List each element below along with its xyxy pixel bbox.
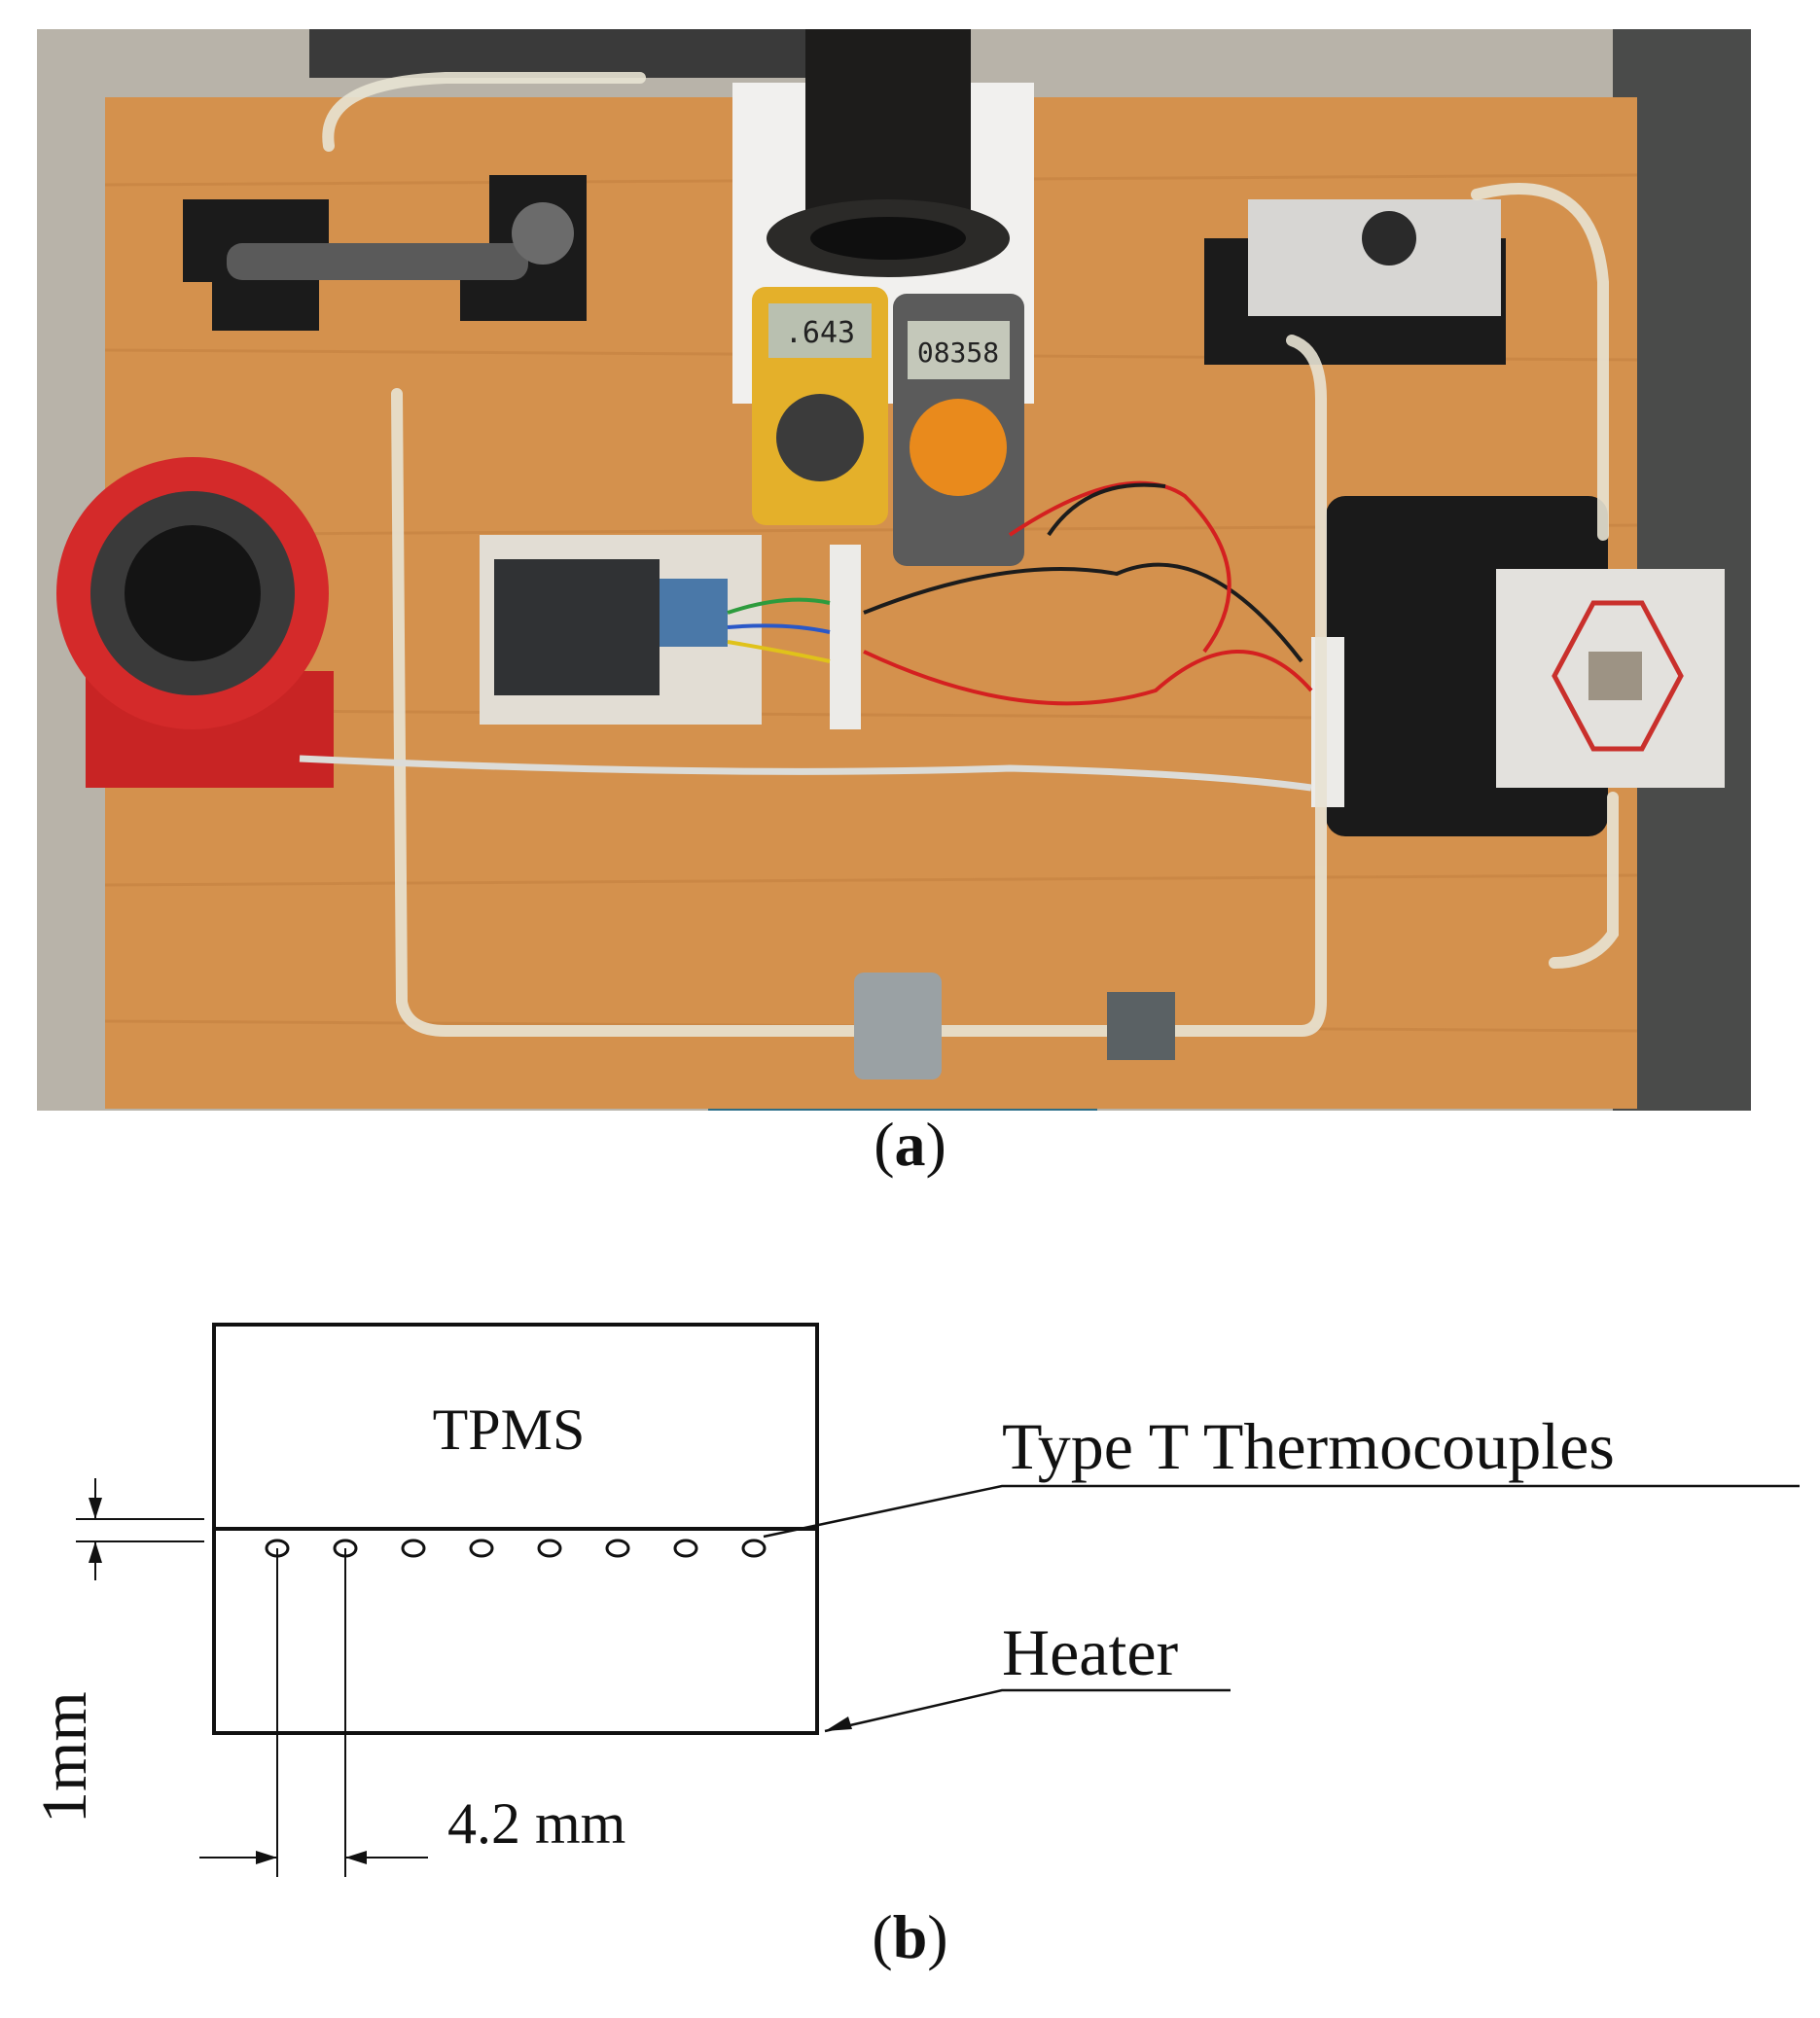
- spacing-dim-label: 4.2 mm: [447, 1791, 625, 1856]
- thermocouple-hole: [605, 1539, 630, 1558]
- thermocouple-hole: [741, 1539, 767, 1558]
- tpms-sample: [1588, 652, 1642, 700]
- thermocouple-hole: [469, 1539, 494, 1558]
- water-manifold: [227, 243, 528, 280]
- depth-arrow-up: [89, 1541, 102, 1563]
- caption-a-letter: a: [894, 1110, 926, 1179]
- variac-knob: [125, 525, 261, 661]
- heater-leader-arrow: [825, 1717, 852, 1731]
- top-dark-equipment: [309, 29, 815, 78]
- grey-cable: [299, 755, 1312, 792]
- manifold-motor: [512, 202, 574, 265]
- heater-block: [212, 1527, 819, 1735]
- wire-harness: [727, 480, 1313, 706]
- spacing-arrow-left: [345, 1851, 367, 1864]
- depth-dim-label: 1mm: [29, 1691, 100, 1823]
- multimeter-right-reading: 08358: [917, 336, 999, 369]
- clear-tubing: [322, 72, 1619, 1037]
- multimeter-left-screen: [768, 303, 872, 358]
- flow-meter: [854, 973, 942, 1080]
- multimeter-left-dial: [776, 394, 864, 481]
- multimeter-left-reading: .643: [785, 316, 855, 350]
- tpms-label: TPMS: [433, 1398, 586, 1462]
- daq-module: [494, 559, 660, 695]
- thermocouple-label: Type T Thermocouples: [1002, 1409, 1615, 1483]
- experimental-setup-photo: .643 08358: [37, 29, 1751, 1111]
- thermocouple-hole: [537, 1539, 562, 1558]
- pipe-flange-inner: [810, 217, 966, 260]
- thermocouple-leader-line: [763, 1484, 1800, 1539]
- exchanger-fan: [1362, 211, 1416, 266]
- multimeter-right-dial: [910, 399, 1007, 496]
- inline-pump: [1107, 992, 1175, 1060]
- test-section-gasket: [1552, 600, 1684, 752]
- spacing-arrow-right: [256, 1851, 277, 1864]
- multimeter-right-screen: [908, 321, 1010, 379]
- terminal-block-center: [830, 545, 861, 729]
- caption-b: (b): [872, 1902, 948, 1971]
- thermocouple-hole: [673, 1539, 698, 1558]
- daq-connector: [660, 579, 728, 647]
- depth-arrow-down: [89, 1498, 102, 1519]
- thermocouple-hole: [401, 1539, 426, 1558]
- vertical-pipe: [805, 29, 971, 224]
- thermocouple-row: [265, 1539, 767, 1558]
- caption-a: (a): [874, 1110, 946, 1179]
- heater-leader-line: [824, 1688, 1231, 1733]
- thermocouple-schematic: TPMS Type T Thermocouples Heater 1mm 4.2…: [29, 1323, 1800, 1877]
- heater-label: Heater: [1002, 1615, 1179, 1689]
- caption-b-letter: b: [892, 1902, 928, 1971]
